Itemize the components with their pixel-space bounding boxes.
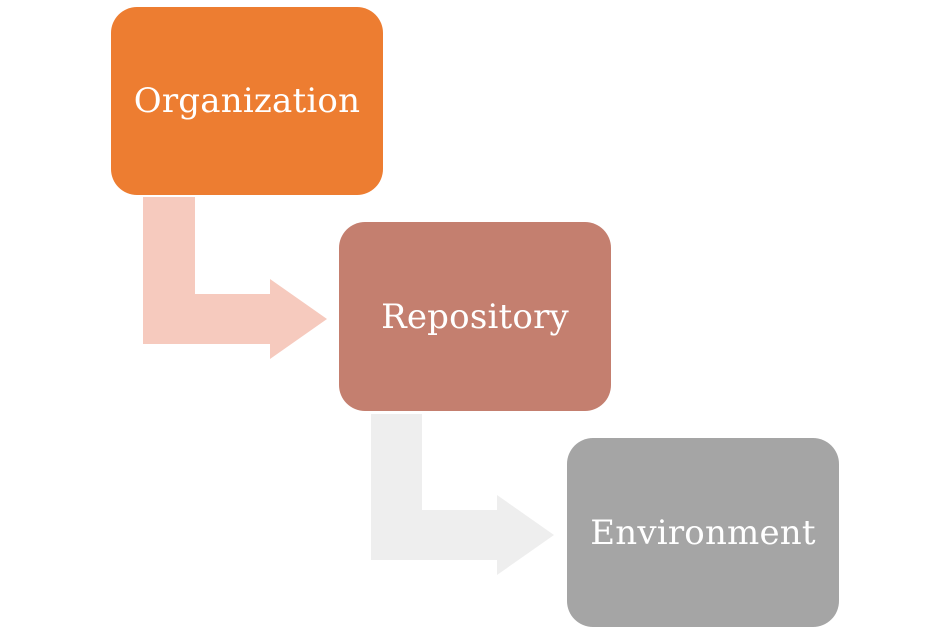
- repository-node: Repository: [339, 222, 611, 411]
- organization-node: Organization: [111, 7, 383, 195]
- environment-label: Environment: [590, 512, 816, 553]
- environment-node: Environment: [567, 438, 839, 627]
- connector-organization-to-repository: [143, 197, 327, 359]
- repository-label: Repository: [381, 296, 569, 337]
- organization-label: Organization: [133, 81, 361, 121]
- connector-repository-to-environment: [371, 414, 554, 575]
